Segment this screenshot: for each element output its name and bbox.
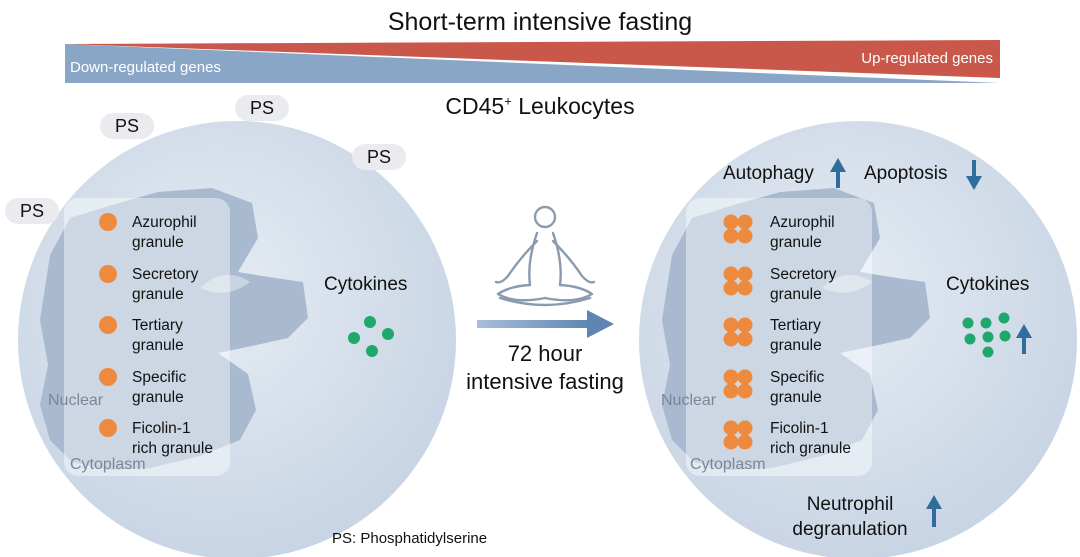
cytokine-dot: [366, 345, 378, 357]
after-nucleus-notch: [822, 274, 872, 293]
before-cytokines-label: Cytokines: [324, 274, 408, 295]
granule-type: granule: [770, 286, 822, 303]
autophagy-up-arrow-icon: [830, 158, 846, 188]
after-nuclear-label: Nuclear: [661, 392, 717, 409]
granule-name: Tertiary: [770, 317, 821, 334]
granule-dot-ficolin: [99, 419, 117, 437]
granule-dot-azurophil: [99, 213, 117, 231]
fasting-arrow-icon: [477, 310, 614, 338]
apoptosis-down-arrow-icon: [966, 160, 982, 190]
granule-cluster-specific: [723, 369, 753, 399]
granule-name: Ficolin-1: [132, 420, 191, 437]
granule-name: Specific: [132, 369, 187, 386]
granule-name: Azurophil: [132, 214, 197, 231]
granule-type: granule: [770, 337, 822, 354]
before-granule-label: Azurophil granule: [132, 213, 197, 253]
cytokine-dot: [982, 346, 994, 358]
granule-type: rich granule: [132, 440, 213, 457]
granule-cluster-secretory: [723, 266, 753, 296]
granule-type: granule: [132, 337, 184, 354]
cytokines-up-arrow-icon: [1016, 324, 1032, 354]
fasting-label: 72 hour intensive fasting: [440, 340, 650, 396]
before-granule-dots: [99, 213, 117, 437]
before-granule-label: Specific granule: [132, 368, 186, 408]
granule-cluster-tertiary: [723, 317, 753, 347]
after-cell: [639, 121, 1077, 557]
granule-name: Ficolin-1: [770, 420, 829, 437]
before-nuclear-label: Nuclear: [48, 392, 104, 409]
cytokine-dot: [980, 317, 992, 329]
granule-type: granule: [132, 234, 184, 251]
before-nucleus-notch: [200, 274, 250, 293]
before-cytoplasm-label: Cytoplasm: [70, 456, 146, 473]
before-granule-label: Ficolin-1 rich granule: [132, 419, 213, 459]
footnote: PS: Phosphatidylserine: [332, 530, 488, 547]
cytokine-dot: [982, 331, 994, 343]
cell-type-suffix: Leukocytes: [511, 93, 635, 119]
cytokine-dot: [364, 316, 376, 328]
granule-type: granule: [770, 234, 822, 251]
ps-pill: PS: [352, 144, 406, 170]
granule-cluster-ficolin: [723, 420, 753, 450]
fasting-duration: 72 hour: [507, 341, 583, 366]
granule-type: granule: [770, 389, 822, 406]
granule-cluster-azurophil: [723, 214, 753, 244]
ps-pill: PS: [100, 113, 154, 139]
page-title: Short-term intensive fasting: [387, 8, 693, 36]
down-regulated-label: Down-regulated genes: [70, 59, 221, 76]
before-cell: [18, 121, 456, 557]
up-regulated-label: Up-regulated genes: [861, 50, 993, 67]
granule-name: Tertiary: [132, 317, 183, 334]
after-granule-label: Ficolin-1 rich granule: [770, 419, 851, 459]
cell-type-superscript: +: [504, 93, 512, 109]
after-granule-clusters: [723, 214, 753, 450]
before-cytokine-dots: [348, 316, 394, 357]
granule-name: Specific: [770, 369, 825, 386]
after-granule-label: Azurophil granule: [770, 213, 835, 253]
cytokine-dot: [964, 333, 976, 345]
cell-type-name: CD45: [445, 93, 505, 119]
before-granule-label: Tertiary granule: [132, 316, 184, 356]
neutrophil-line1: Neutrophil: [806, 494, 894, 515]
neutrophil-degranulation-label: Neutrophil degranulation: [780, 492, 920, 542]
after-cytoplasm-label: Cytoplasm: [690, 456, 766, 473]
apoptosis-label: Apoptosis: [864, 163, 948, 184]
granule-type: granule: [132, 286, 184, 303]
after-granule-label: Specific granule: [770, 368, 824, 408]
granule-name: Secretory: [132, 266, 199, 283]
up-regulated-band: [65, 40, 1000, 78]
after-nucleus: [662, 188, 930, 470]
cytokine-dot: [998, 312, 1010, 324]
granule-name: Secretory: [770, 266, 837, 283]
before-nucleus: [40, 188, 308, 470]
granule-dot-tertiary: [99, 316, 117, 334]
granule-name: Azurophil: [770, 214, 835, 231]
down-regulated-band: [65, 44, 1000, 83]
ps-pill: PS: [235, 95, 289, 121]
meditation-icon: [494, 205, 596, 307]
ps-pill: PS: [5, 198, 59, 224]
autophagy-label: Autophagy: [723, 163, 814, 184]
granule-dot-secretory: [99, 265, 117, 283]
after-cytokine-dots: [962, 312, 1011, 358]
before-granule-label: Secretory granule: [132, 265, 198, 305]
cell-type-label: CD45+ Leukocytes: [0, 94, 1080, 118]
cytokine-dot: [999, 330, 1011, 342]
cytokine-dot: [962, 317, 974, 329]
neutrophil-up-arrow-icon: [926, 495, 942, 527]
cytokine-dot: [348, 332, 360, 344]
granule-dot-specific: [99, 368, 117, 386]
after-granule-label: Tertiary granule: [770, 316, 822, 356]
after-granule-label: Secretory granule: [770, 265, 836, 305]
after-cytokines-label: Cytokines: [946, 274, 1030, 295]
neutrophil-line2: degranulation: [792, 519, 908, 540]
granule-type: granule: [132, 389, 184, 406]
granule-type: rich granule: [770, 440, 851, 457]
cytokine-dot: [382, 328, 394, 340]
fasting-type: intensive fasting: [466, 369, 624, 394]
